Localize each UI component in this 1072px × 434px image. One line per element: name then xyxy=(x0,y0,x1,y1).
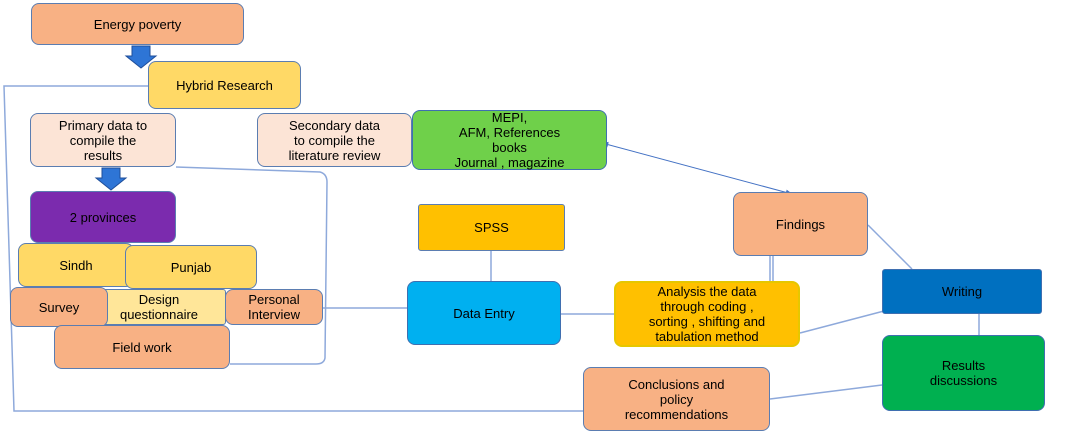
node-findings: Findings xyxy=(733,192,868,256)
block-arrow-down-2 xyxy=(94,167,128,191)
block-arrow-down-1 xyxy=(124,45,158,69)
node-2-provinces: 2 provinces xyxy=(30,191,176,243)
node-primary-data: Primary data to compile the results xyxy=(30,113,176,167)
node-sindh: Sindh xyxy=(18,243,134,287)
connector-inner-bracket xyxy=(175,166,328,365)
node-analysis: Analysis the data through coding , sorti… xyxy=(614,281,800,347)
node-energy-poverty: Energy poverty xyxy=(31,3,244,45)
node-spss: SPSS xyxy=(418,204,565,251)
node-survey: Survey xyxy=(10,287,108,327)
node-data-entry: Data Entry xyxy=(407,281,561,345)
connector-results-conclusions xyxy=(769,384,883,400)
node-secondary-data: Secondary data to compile the literature… xyxy=(257,113,412,167)
node-personal-interview: Personal Interview xyxy=(225,289,323,325)
node-sources: MEPI, AFM, References books Journal , ma… xyxy=(412,110,607,170)
node-writing: Writing xyxy=(882,269,1042,314)
node-punjab: Punjab xyxy=(125,245,257,289)
node-conclusions: Conclusions and policy recommendations xyxy=(583,367,770,431)
connector-outer-loop xyxy=(3,85,583,412)
connector-sources-findings xyxy=(601,141,793,196)
node-field-work: Field work xyxy=(54,325,230,369)
node-hybrid-research: Hybrid Research xyxy=(148,61,301,109)
node-design-questionnaire: Design questionnaire xyxy=(92,289,226,325)
connector-analysis-writing xyxy=(799,310,885,334)
connector-findings-writing xyxy=(867,224,913,270)
node-results-discussions: Results discussions xyxy=(882,335,1045,411)
